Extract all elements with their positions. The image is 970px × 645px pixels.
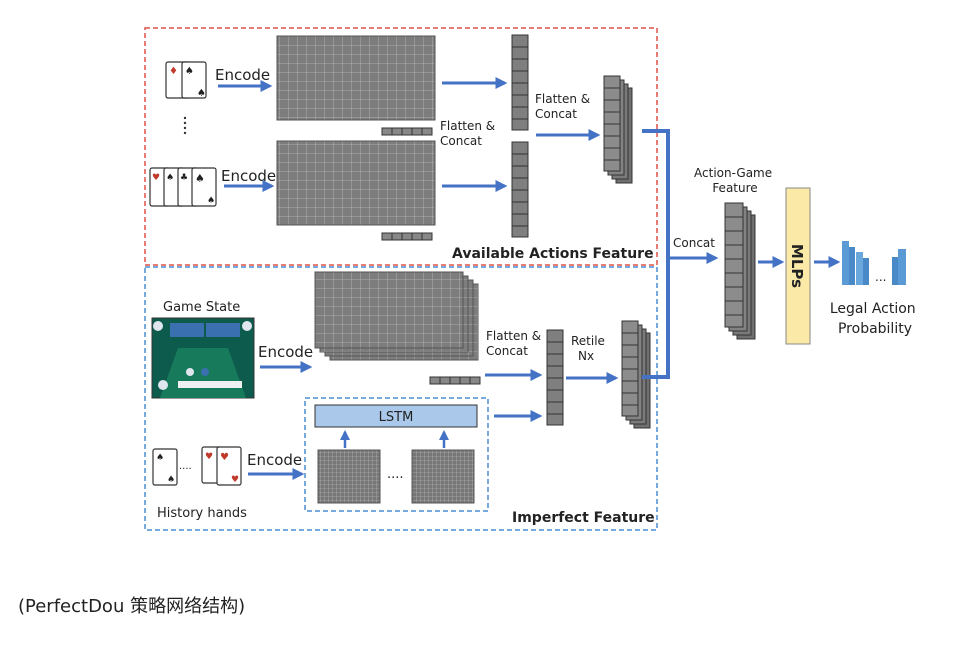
concat-bracket <box>642 129 670 379</box>
svg-text:♣: ♣ <box>180 173 188 183</box>
available-actions-title: Available Actions Feature <box>452 246 654 262</box>
lstm-box <box>304 397 489 512</box>
stacked-tensor-top <box>603 75 633 184</box>
flatten-concat-label-bottom: Flatten & Concat <box>486 329 545 358</box>
mlps-label: MLPs <box>788 244 806 288</box>
lstm-block <box>314 404 478 428</box>
action-feature-grid-1 <box>276 35 436 121</box>
action-feature-grid-2 <box>276 140 436 226</box>
history-grid-1 <box>317 449 381 504</box>
column-vector-2 <box>511 141 529 238</box>
svg-text:♠: ♠ <box>207 196 215 206</box>
small-vector-1 <box>381 127 433 136</box>
history-hands-label: History hands <box>157 506 247 521</box>
probability-bars <box>842 241 906 285</box>
svg-text:♥: ♥ <box>205 452 213 462</box>
history-grid-dots: .... <box>387 467 404 482</box>
action-game-feature-label: Action-Game Feature <box>694 166 776 195</box>
probability-ellipsis: ... <box>875 270 886 284</box>
encode-label-history: Encode <box>247 451 302 469</box>
small-vector-3 <box>429 376 481 385</box>
vertical-dots-icon <box>183 116 187 135</box>
encode-label-top: Encode <box>215 66 270 84</box>
lstm-label: LSTM <box>379 410 414 425</box>
flatten-concat-label-right: Flatten & Concat <box>535 92 594 121</box>
imperfect-feature-grid-stack <box>314 271 479 361</box>
figure-caption: (PerfectDou 策略网络结构) <box>18 596 246 617</box>
history-hand-cards: ♠ ♠ .... ♥ ♥ ♥ <box>152 446 242 486</box>
column-vector-1 <box>511 34 529 131</box>
svg-text:♥: ♥ <box>152 173 160 183</box>
encode-label-middle: Encode <box>221 167 276 185</box>
svg-text:♠: ♠ <box>197 88 206 99</box>
retile-label: Retile Nx <box>571 334 609 363</box>
imperfect-feature-title: Imperfect Feature <box>512 510 655 526</box>
mlps-block <box>785 187 811 345</box>
game-state-label: Game State <box>163 300 240 315</box>
imperfect-feature-box <box>144 266 658 531</box>
svg-text:....: .... <box>179 461 192 472</box>
svg-text:♥: ♥ <box>220 452 229 463</box>
svg-text:♥: ♥ <box>231 475 239 485</box>
concat-label: Concat <box>673 236 715 250</box>
svg-text:♠: ♠ <box>166 173 174 183</box>
flatten-concat-label-top: Flatten & Concat <box>440 119 499 148</box>
svg-text:♠: ♠ <box>185 66 194 77</box>
svg-text:♦: ♦ <box>169 66 178 77</box>
svg-text:♠: ♠ <box>167 475 175 485</box>
game-state-thumbnail <box>151 317 255 399</box>
history-grid-2 <box>411 449 475 504</box>
available-actions-box <box>144 27 658 266</box>
small-vector-2 <box>381 232 433 241</box>
encode-label-game-state: Encode <box>258 343 313 361</box>
action-game-feature-tensor <box>724 202 756 340</box>
card-group-icon: ♥ ♠ ♣ ♠ ♠ <box>149 167 217 207</box>
card-pair-icon: ♦ ♠ ♠ <box>165 61 207 99</box>
legal-action-probability-label: Legal Action Probability <box>830 301 920 337</box>
svg-text:♠: ♠ <box>156 453 164 463</box>
column-vector-3 <box>546 329 564 426</box>
svg-text:♠: ♠ <box>195 172 205 185</box>
stacked-tensor-bottom <box>621 320 651 429</box>
